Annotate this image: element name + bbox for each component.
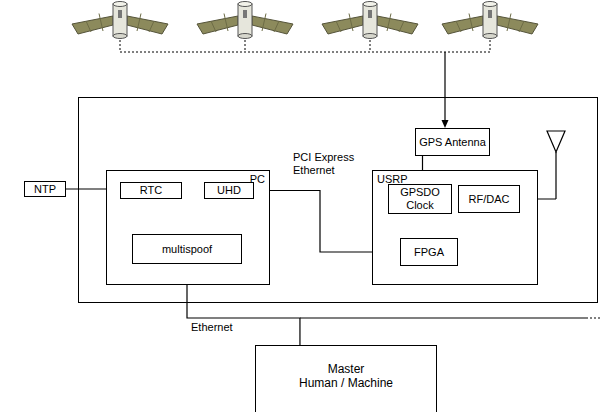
box-content: GPSDO Clock xyxy=(389,185,451,212)
satellite-links xyxy=(120,40,490,52)
box-label: RTC xyxy=(140,184,162,197)
satellite-icon xyxy=(72,2,168,39)
software-box: multispoof xyxy=(132,234,242,264)
fpga-box: FPGA xyxy=(400,238,458,266)
box-content: RF/DAC xyxy=(459,186,519,212)
box-label: FPGA xyxy=(414,246,444,259)
converter-box: RF/DAC xyxy=(458,185,520,213)
operator-box: MasterHuman / Machine xyxy=(255,345,437,412)
box-label: Human / Machine xyxy=(299,377,393,391)
box-content: MasterHuman / Machine xyxy=(256,346,436,412)
device-box: USRPGPSDO ClockRF/DACFPGA xyxy=(372,170,538,285)
connector-label: Ethernet xyxy=(190,321,252,334)
clock-box: GPSDO Clock xyxy=(388,184,452,213)
box-content: UHD xyxy=(205,183,253,198)
satellite-icon xyxy=(442,2,538,39)
box-content: FPGA xyxy=(401,239,457,265)
box-label: GPSDO Clock xyxy=(392,186,448,211)
satellite-icon xyxy=(197,2,293,39)
box-label: GPS Antenna xyxy=(419,136,486,149)
pc-box: PCRTCUHDmultispoof xyxy=(106,170,270,285)
ethernet-bus xyxy=(300,318,601,319)
box-label: Master xyxy=(328,363,365,377)
box-label: RF/DAC xyxy=(469,193,510,206)
satellite-icon xyxy=(322,2,418,39)
box-content: multispoof xyxy=(133,235,241,263)
box-content: GPS Antenna xyxy=(416,129,489,155)
gps-signal-arrow xyxy=(442,52,449,128)
driver-box: UHD xyxy=(204,182,254,199)
clock-box: RTC xyxy=(120,182,182,199)
source-box: NTP xyxy=(24,181,66,198)
box-label: multispoof xyxy=(162,243,212,256)
box-content: RTC xyxy=(121,183,181,198)
box-label: NTP xyxy=(34,183,56,196)
box-label: UHD xyxy=(217,184,241,197)
antenna-box: GPS Antenna xyxy=(415,128,490,156)
connector-label: PCI Express Ethernet xyxy=(292,151,360,177)
system-enclosure xyxy=(79,98,598,303)
box-content: NTP xyxy=(25,182,65,197)
